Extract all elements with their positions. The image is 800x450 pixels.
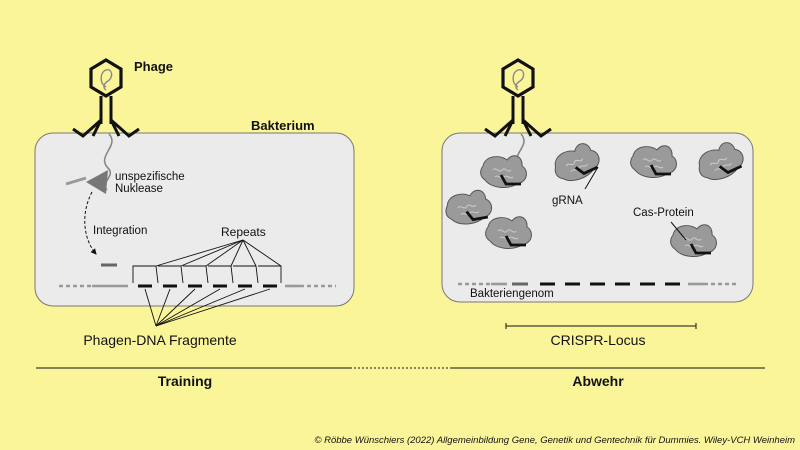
- training-caption: Training: [158, 373, 212, 389]
- bacterium-label: Bakterium: [251, 118, 315, 133]
- cas-protein-icon: [629, 144, 678, 179]
- copyright-text: © Röbbe Wünschiers (2022) Allgemeinbildu…: [314, 435, 795, 446]
- bacterium-cell-left: [34, 132, 355, 307]
- nuclease-label-line2: Nuklease: [115, 183, 163, 195]
- nuclease-label-line1: unspezifische: [115, 171, 185, 183]
- defense-caption: Abwehr: [572, 373, 624, 389]
- nuclease-icon: [65, 170, 108, 194]
- integration-label: Integration: [93, 225, 147, 237]
- fragment-pointer-lines: [144, 288, 271, 327]
- training-panel: Phage Bakterium unspezifische Nuklease I…: [34, 58, 355, 389]
- phage-icon: [483, 58, 553, 138]
- locus-label: CRISPR-Locus: [551, 332, 646, 348]
- cas-pointer: [670, 221, 687, 241]
- grna-pointer: [584, 166, 599, 190]
- phage-icon: [71, 58, 141, 138]
- grna-label: gRNA: [552, 195, 583, 207]
- cas-label: Cas-Protein: [633, 207, 694, 219]
- genome-label: Bakteriengenom: [470, 288, 554, 300]
- defense-panel: gRNA Cas-Protein Bakteriengenom CRISPR-L…: [441, 58, 754, 389]
- fragments-label: Phagen-DNA Fragmente: [83, 332, 237, 348]
- cas-protein-icon: [479, 154, 528, 189]
- cas-protein-icon: [484, 215, 533, 250]
- integration-arrow: [84, 191, 97, 255]
- repeats-label: Repeats: [221, 225, 266, 239]
- crispr-locus-bracket: [505, 323, 697, 329]
- phage-label: Phage: [134, 59, 173, 74]
- repeats-brackets: [132, 239, 282, 284]
